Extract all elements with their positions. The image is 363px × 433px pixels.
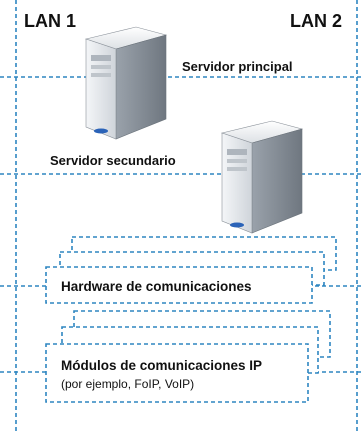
tower-server-icon xyxy=(84,26,168,140)
ip-modules-box-front xyxy=(45,343,309,403)
hardware-box-front xyxy=(45,266,313,304)
ip-modules-label: Módulos de comunicaciones IP xyxy=(61,358,262,373)
lan2-label: LAN 2 xyxy=(290,11,342,31)
secondary-server-label: Servidor secundario xyxy=(50,153,176,168)
hardware-label: Hardware de comunicaciones xyxy=(61,279,252,294)
primary-server-label: Servidor principal xyxy=(182,59,293,74)
tower-server-icon xyxy=(220,120,304,234)
ip-modules-note: (por ejemplo, FoIP, VoIP) xyxy=(61,377,194,391)
lan1-label: LAN 1 xyxy=(24,11,76,31)
